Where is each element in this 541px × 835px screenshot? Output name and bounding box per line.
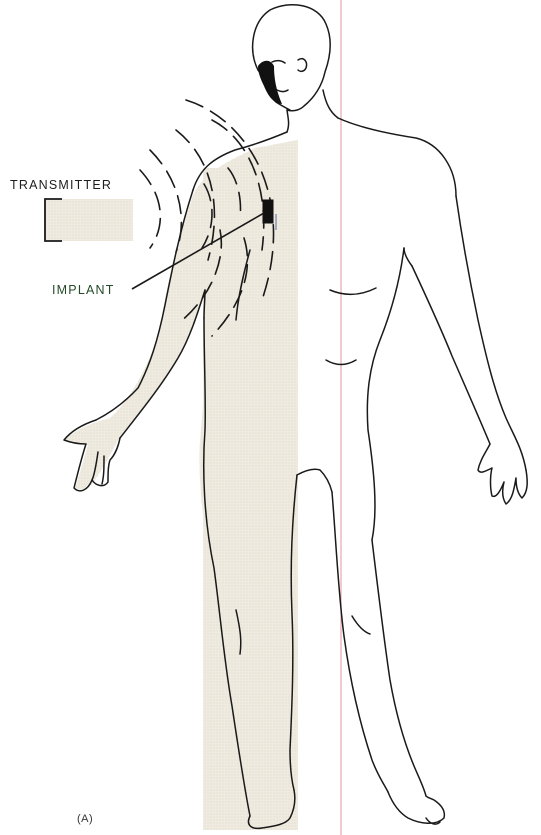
right-shoulder — [338, 118, 456, 196]
implant-label: IMPLANT — [52, 283, 115, 297]
mouth — [277, 90, 288, 92]
panel-label: (A) — [77, 813, 93, 825]
right-side-torso — [367, 248, 404, 540]
groin — [297, 469, 332, 492]
chest-line — [330, 288, 376, 294]
ear — [298, 59, 307, 72]
face-shadow — [258, 61, 282, 104]
neck-left — [287, 110, 289, 132]
right-outer-leg — [372, 540, 426, 796]
head-outline — [253, 5, 330, 111]
right-foot — [388, 792, 444, 823]
eye — [272, 61, 285, 63]
right-arm-inner — [412, 266, 490, 444]
right-arm-outer — [456, 196, 526, 470]
transmitter-label: TRANSMITTER — [10, 178, 112, 192]
neck-right — [323, 90, 338, 118]
transmitter-box — [45, 199, 133, 241]
right-knee — [352, 616, 370, 634]
right-armpit — [404, 248, 412, 266]
right-hand — [478, 444, 527, 504]
